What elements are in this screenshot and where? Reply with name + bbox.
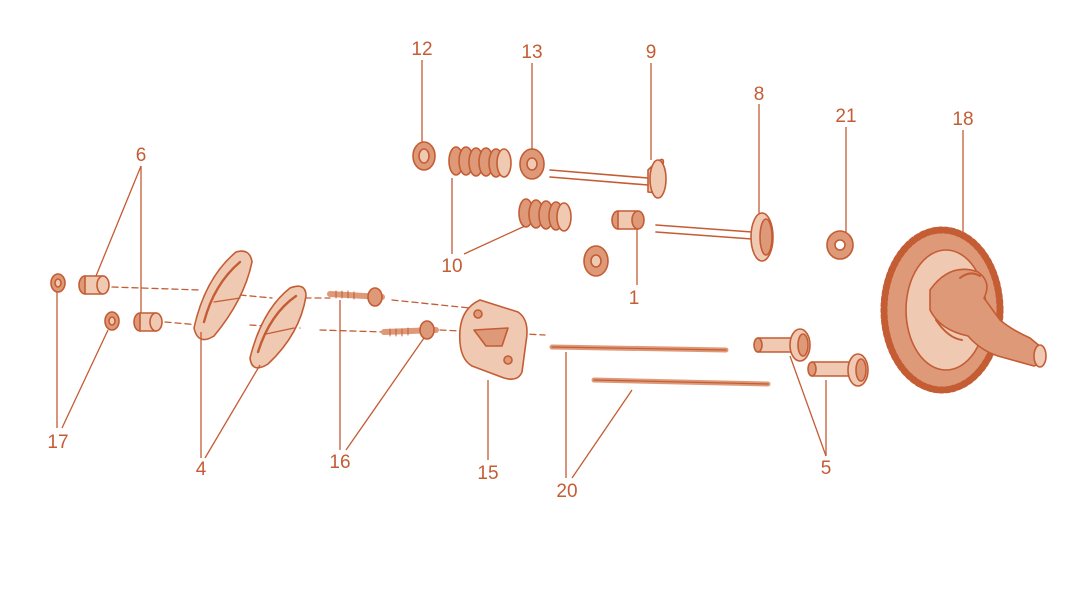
tappet-upper-part-5 bbox=[753, 328, 811, 362]
stud-upper-part-16 bbox=[327, 287, 385, 307]
callout-10: 10 bbox=[441, 256, 462, 277]
valve-part-9 bbox=[549, 158, 667, 199]
callout-6: 6 bbox=[136, 145, 147, 166]
callout-12: 12 bbox=[411, 39, 432, 60]
callout-9: 9 bbox=[646, 42, 657, 63]
callout-13: 13 bbox=[521, 42, 542, 63]
leader-lines bbox=[56, 60, 964, 479]
callout-20: 20 bbox=[556, 481, 577, 502]
callout-1: 1 bbox=[629, 288, 640, 309]
spring-retainer-part-13 bbox=[519, 148, 545, 180]
callout-16: 16 bbox=[329, 452, 350, 473]
valve-part-8 bbox=[655, 212, 774, 262]
spring-retainer-lower bbox=[583, 245, 609, 277]
callout-4: 4 bbox=[196, 459, 207, 480]
callout-5: 5 bbox=[821, 458, 832, 479]
washer-part-21 bbox=[826, 230, 854, 260]
callout-18: 18 bbox=[952, 109, 973, 130]
push-rod-upper-part-20 bbox=[549, 344, 729, 353]
callout-15: 15 bbox=[477, 463, 498, 484]
valve-spring-lower-part-10 bbox=[518, 198, 572, 232]
callout-17: 17 bbox=[47, 432, 68, 453]
guide-plate-part-15 bbox=[458, 299, 528, 380]
rocker-arm-lower-part-4 bbox=[249, 285, 307, 369]
callout-21: 21 bbox=[835, 106, 856, 127]
adjuster-upper-part-6 bbox=[78, 275, 110, 295]
valve-seal-part-1 bbox=[611, 210, 645, 230]
rocker-arm-upper-part-4 bbox=[193, 250, 253, 341]
stud-lower-part-16 bbox=[381, 320, 439, 340]
nut-upper-part-17 bbox=[50, 273, 66, 293]
valve-spring-upper-part-10 bbox=[448, 146, 512, 178]
nut-lower-part-17 bbox=[104, 311, 120, 331]
adjuster-lower-part-6 bbox=[133, 312, 163, 332]
push-rod-lower-part-20 bbox=[591, 377, 771, 387]
camshaft-gear-part-18 bbox=[880, 226, 1047, 394]
valve-keeper-part-12 bbox=[412, 141, 436, 171]
tappet-lower-part-5 bbox=[807, 353, 869, 387]
callout-8: 8 bbox=[754, 84, 765, 105]
